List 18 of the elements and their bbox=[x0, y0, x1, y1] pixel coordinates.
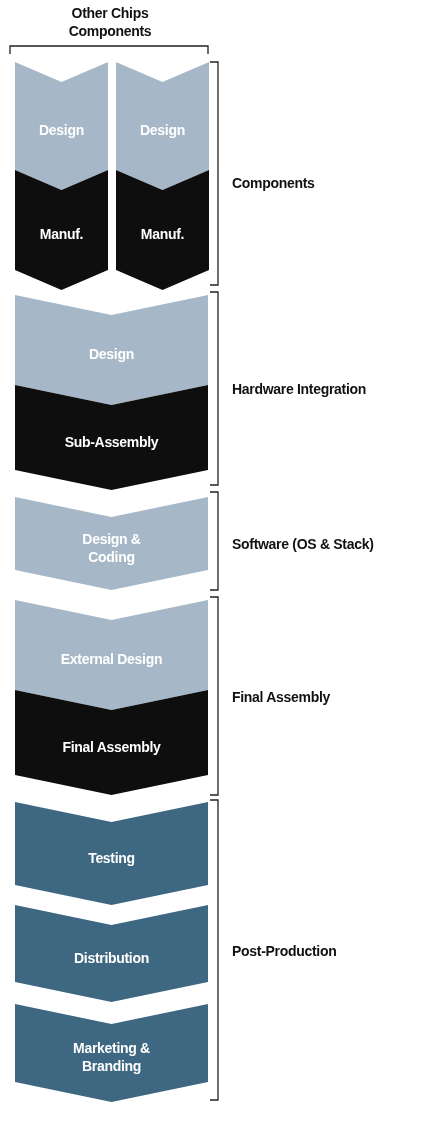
step-label: Final Assembly bbox=[61, 737, 162, 756]
step-label: Design & Coding bbox=[81, 529, 142, 566]
column-header: Other Chips Components bbox=[67, 4, 153, 40]
step-label: Marketing & Branding bbox=[72, 1039, 151, 1075]
step-label: Design bbox=[38, 121, 85, 139]
stage-label: Hardware Integration bbox=[232, 380, 368, 398]
step-label: Manuf. bbox=[38, 225, 85, 243]
step-label: External Design bbox=[60, 650, 163, 668]
step-label: Design bbox=[139, 121, 186, 139]
step-label: Design bbox=[88, 345, 135, 363]
stage-label: Final Assembly bbox=[232, 688, 331, 706]
step-label: Distribution bbox=[73, 948, 150, 967]
stage-label: Post-Production bbox=[232, 942, 338, 960]
step-label: Manuf. bbox=[139, 225, 186, 243]
stage-label: Components bbox=[232, 174, 316, 192]
stage-label: Software (OS & Stack) bbox=[232, 535, 375, 553]
step-label: Sub-Assembly bbox=[63, 432, 160, 451]
step-label: Testing bbox=[87, 848, 136, 867]
